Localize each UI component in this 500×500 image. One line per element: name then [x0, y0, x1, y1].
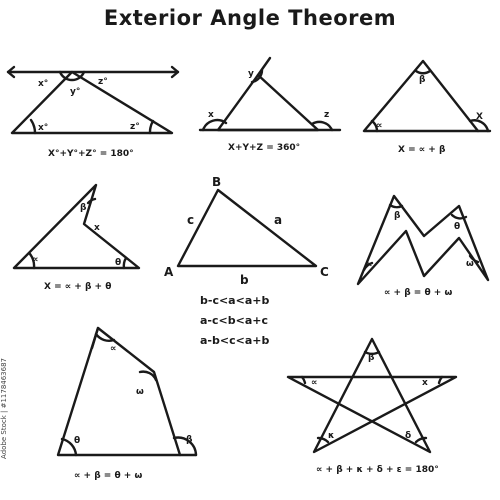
- fig8-angle-kappa: κ: [328, 431, 334, 441]
- page-title: Exterior Angle Theorem: [103, 6, 397, 30]
- fig8-angle-beta: β: [368, 353, 375, 363]
- figure-3-exterior-angle: [362, 59, 492, 133]
- angle-arc: [86, 197, 97, 205]
- fig3-caption: X = ∝ + β: [398, 145, 446, 155]
- figure-8-pentagram: [286, 337, 458, 454]
- figure-7-quadrilateral: [56, 326, 198, 457]
- fig7-angle-alpha: ∝: [110, 344, 116, 354]
- fig1-angle-z-top: z°: [98, 77, 108, 87]
- fig1-caption: X°+Y°+Z° = 180°: [48, 149, 134, 159]
- angle-arc: [58, 70, 86, 82]
- fig5-inequality-2: a-c<b<a+c: [200, 314, 268, 327]
- fig2-caption: X+Y+Z = 360°: [228, 143, 300, 153]
- angle-arc: [450, 213, 468, 220]
- triangle-2: [216, 73, 320, 132]
- fig7-caption: ∝ + β = θ + ω: [74, 471, 142, 481]
- figure-2-exterior-angles: [198, 56, 342, 132]
- fig1-angle-x-top: x°: [38, 79, 48, 89]
- figure-4-notched-triangle: [12, 183, 141, 270]
- fig1-angle-z-bottom: z°: [130, 122, 140, 132]
- figure-6-bowtie: [356, 194, 490, 286]
- fig5-side-c: c: [187, 213, 194, 227]
- notched-shape: [12, 183, 141, 270]
- fig8-angle-x: x: [422, 378, 428, 388]
- fig3-angle-beta: β: [419, 75, 426, 85]
- angle-arc: [363, 350, 381, 355]
- fig5-vertex-a: A: [164, 265, 174, 279]
- fig5-side-a: a: [274, 213, 282, 227]
- fig5-vertex-c: C: [320, 265, 329, 279]
- bowtie-shape: [356, 194, 490, 286]
- fig7-angle-theta: θ: [74, 436, 80, 446]
- angle-arc: [437, 375, 444, 385]
- angle-arc: [468, 254, 480, 264]
- fig8-angle-delta: δ: [405, 431, 411, 441]
- angle-arc: [468, 119, 490, 133]
- fig8-angle-alpha: ∝: [311, 378, 317, 388]
- arrow-left-icon: [6, 65, 16, 79]
- angle-arc: [370, 119, 379, 133]
- angle-arc: [201, 118, 228, 132]
- angle-arc: [388, 203, 404, 209]
- fig4-angle-x: x: [94, 223, 100, 233]
- angle-arc: [94, 332, 116, 342]
- triangle-1: [10, 70, 174, 135]
- fig5-vertex-b: B: [212, 175, 221, 189]
- fig8-caption: ∝ + β + κ + δ + ε = 180°: [316, 465, 439, 475]
- fig6-angle-omega: ω: [466, 259, 474, 269]
- fig5-inequality-3: a-b<c<a+b: [200, 334, 269, 347]
- angle-arc: [122, 256, 128, 270]
- fig4-caption: X = ∝ + β + θ: [44, 282, 111, 292]
- fig6-angle-alpha: ∝: [366, 260, 372, 270]
- fig3-angle-alpha: ∝: [376, 121, 382, 131]
- angle-arc: [414, 69, 432, 75]
- angle-arc: [250, 68, 264, 84]
- figure-1-parallel-line-triangle: [6, 65, 180, 135]
- angle-arc: [28, 252, 36, 270]
- fig5-inequality-1: b-c<a<a+b: [200, 294, 269, 307]
- arrow-right-icon: [170, 65, 180, 79]
- fig6-angle-beta: β: [394, 211, 401, 221]
- fig7-angle-beta: β: [186, 435, 193, 445]
- fig6-caption: ∝ + β = θ + ω: [384, 288, 452, 298]
- angle-arc: [310, 120, 334, 132]
- fig1-angle-x-bottom: x°: [38, 123, 48, 133]
- fig2-angle-z: z: [324, 110, 329, 120]
- fig3-angle-x: X: [476, 112, 483, 122]
- fig1-angle-y: y°: [70, 87, 80, 97]
- angle-arc: [300, 375, 307, 385]
- fig4-angle-alpha: ∝: [32, 255, 38, 265]
- angle-arc: [362, 261, 374, 272]
- fig6-angle-theta: θ: [454, 222, 460, 232]
- angle-arc: [414, 436, 428, 444]
- angle-arc: [29, 118, 37, 135]
- extension-line: [256, 56, 272, 77]
- fig2-angle-x: x: [208, 110, 214, 120]
- fig4-angle-beta: β: [80, 203, 87, 213]
- pentagram: [286, 337, 458, 454]
- angle-arc: [60, 437, 78, 457]
- angle-arc: [172, 436, 198, 457]
- fig5-side-b: b: [240, 273, 249, 287]
- fig4-angle-theta: θ: [115, 258, 121, 268]
- angle-arc: [138, 370, 158, 382]
- fig2-angle-y: y: [248, 69, 254, 79]
- triangle-3: [362, 59, 480, 133]
- triangle-5: [176, 188, 318, 268]
- figure-5-triangle-abc: [176, 188, 318, 268]
- angle-arc: [316, 436, 330, 444]
- angle-arc: [148, 119, 155, 135]
- fig7-angle-omega: ω: [136, 387, 144, 397]
- extension-line: [90, 326, 100, 350]
